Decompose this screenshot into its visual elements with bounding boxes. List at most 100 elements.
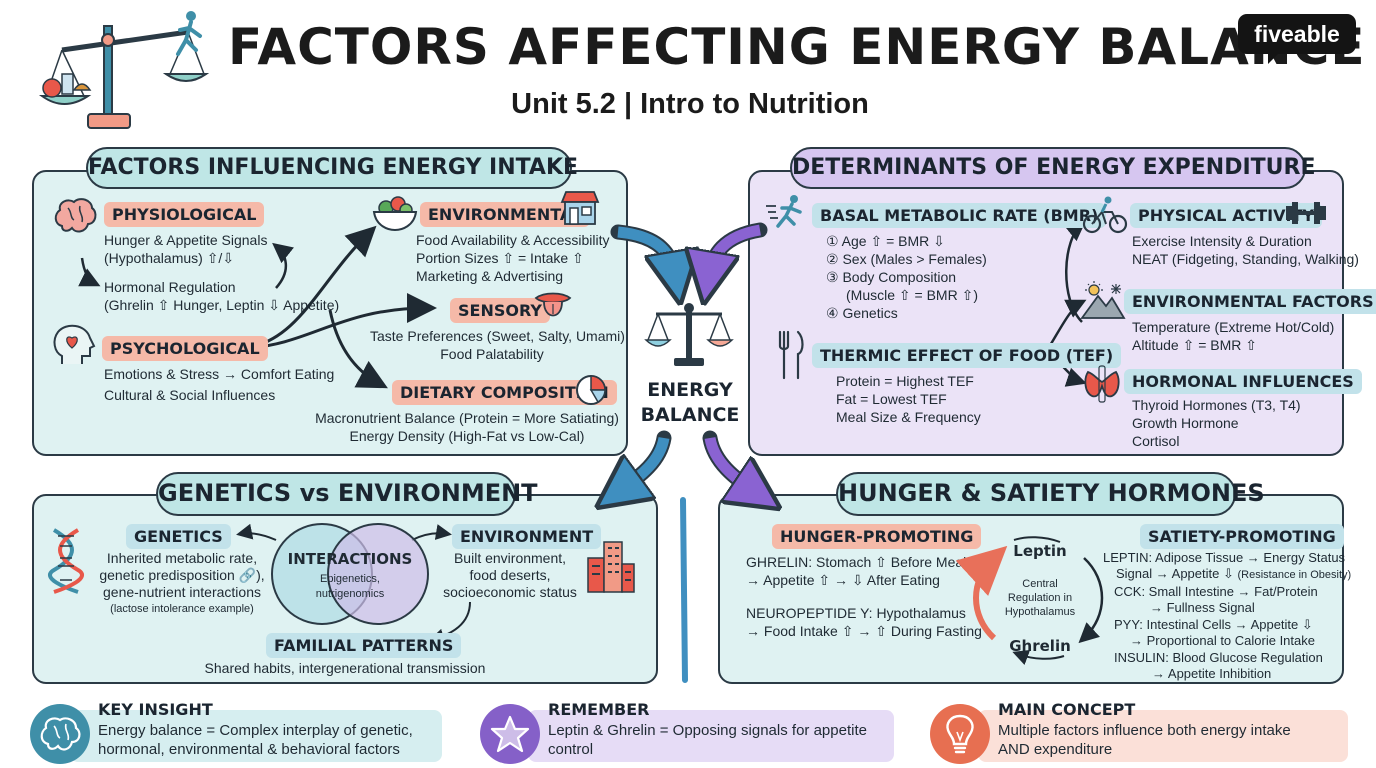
buildings-icon bbox=[587, 541, 635, 593]
thyroid-icon bbox=[1084, 365, 1120, 403]
ghrelin-line1: GHRELIN: Stomach ⇧ Before Meals bbox=[746, 554, 974, 570]
environmental-line3: Marketing & Advertising bbox=[416, 268, 564, 284]
physiological-line1: Hunger & Appetite Signals bbox=[104, 232, 268, 248]
pyy-line1: PYY: Intestinal Cells → Appetite ⇩ bbox=[1114, 617, 1313, 632]
cycle-mid-line3: Hypothalamus bbox=[1004, 606, 1076, 618]
sensory-line1: Taste Preferences (Sweet, Salty, Umami) bbox=[370, 328, 625, 344]
star-icon bbox=[490, 715, 530, 753]
tef-line1: Protein = Highest TEF bbox=[836, 373, 974, 389]
physiological-label: PHYSIOLOGICAL bbox=[104, 202, 265, 227]
tef-line3: Meal Size & Frequency bbox=[836, 409, 981, 425]
genetics-line3: gene-nutrient interactions bbox=[103, 584, 261, 600]
brand-logo: fiveable bbox=[1238, 14, 1356, 54]
bmr-line5: ④ Genetics bbox=[826, 305, 898, 321]
head-heart-icon bbox=[53, 324, 96, 364]
satiety-promoting-label: SATIETY-PROMOTING bbox=[1140, 524, 1344, 549]
brain-icon bbox=[40, 717, 81, 751]
environment-line3: socioeconomic status bbox=[443, 584, 577, 600]
cyclist-icon bbox=[1082, 196, 1128, 234]
environment-line1: Built environment, bbox=[453, 550, 567, 566]
npy-line2: → Food Intake ⇧ → ⇧ During Fasting bbox=[746, 623, 982, 639]
physiological-line2: (Hypothalamus) ⇧/⇩ bbox=[104, 250, 235, 266]
bmr-line1: ① Age ⇧ = BMR ⇩ bbox=[826, 233, 945, 249]
environmental-label: ENVIRONMENTAL bbox=[420, 202, 591, 227]
genetics-line1: Inherited metabolic rate, bbox=[106, 550, 258, 566]
cck-line2: → Fullness Signal bbox=[1150, 600, 1255, 615]
interactions-line1: Epigenetics, bbox=[320, 573, 380, 585]
key-insight-head: KEY INSIGHT bbox=[98, 700, 213, 719]
cycle-ghrelin-label: Ghrelin bbox=[1009, 637, 1071, 655]
genetics-title: GENETICS vs ENVIRONMENT bbox=[156, 472, 538, 516]
main-concept-line1: Multiple factors influence both energy i… bbox=[998, 722, 1291, 739]
env-line1: Temperature (Extreme Hot/Cold) bbox=[1132, 319, 1335, 335]
leptin-line2-main: Signal → Appetite ⇩ bbox=[1116, 566, 1234, 581]
psychological-line2: Cultural & Social Influences bbox=[104, 387, 276, 403]
activity-line2: NEAT (Fidgeting, Standing, Walking) bbox=[1132, 251, 1359, 267]
dna-icon bbox=[48, 528, 84, 594]
familial-line1: Shared habits, intergenerational transmi… bbox=[204, 660, 486, 676]
bmr-line2: ② Sex (Males > Females) bbox=[826, 251, 987, 267]
main-concept-head: MAIN CONCEPT bbox=[998, 700, 1136, 719]
remember-head: REMEMBER bbox=[548, 700, 650, 719]
page-subtitle: Unit 5.2 | Intro to Nutrition bbox=[511, 88, 869, 120]
environmental-line2: Portion Sizes ⇧ = Intake ⇧ bbox=[416, 250, 584, 266]
psychological-line1: Emotions & Stress → Comfort Eating bbox=[104, 366, 335, 382]
hunger-promoting-label: HUNGER-PROMOTING bbox=[772, 524, 982, 549]
hormonal-influences-label: HORMONAL INFLUENCES bbox=[1124, 369, 1362, 394]
hormonal-line3: Cortisol bbox=[1132, 433, 1180, 449]
hormonal-line2: Growth Hormone bbox=[1132, 415, 1239, 431]
environment-label: ENVIRONMENT bbox=[452, 524, 602, 549]
familial-patterns-label: FAMILIAL PATTERNS bbox=[266, 633, 462, 658]
salad-bowl-icon bbox=[372, 196, 418, 232]
tongue-icon bbox=[534, 292, 572, 317]
leptin-line2: Signal → Appetite ⇩ (Resistance in Obesi… bbox=[1116, 566, 1351, 583]
psychological-label: PSYCHOLOGICAL bbox=[102, 336, 268, 361]
ghrelin-line2: → Appetite ⇧ → ⇩ After Eating bbox=[746, 572, 940, 588]
key-insight-line2: hormonal, environmental & behavioral fac… bbox=[98, 741, 400, 758]
main-concept-badge bbox=[930, 704, 990, 764]
brain-icon bbox=[54, 198, 97, 233]
environmental-factors-label: ENVIRONMENTAL FACTORS bbox=[1124, 289, 1376, 314]
energy-balance-line2: BALANCE bbox=[640, 404, 740, 426]
genetics-line4: (lactose intolerance example) bbox=[110, 603, 254, 615]
insulin-line1: INSULIN: Blood Glucose Regulation bbox=[1114, 650, 1323, 665]
genetics-label: GENETICS bbox=[126, 524, 231, 549]
sensory-line2: Food Palatability bbox=[440, 346, 544, 362]
hormonal-line1: Thyroid Hormones (T3, T4) bbox=[1132, 397, 1301, 413]
dietary-line2: Energy Density (High-Fat vs Low-Cal) bbox=[349, 428, 585, 444]
genetics-line2: genetic predisposition 🔗), bbox=[99, 567, 265, 583]
key-insight-callout bbox=[70, 710, 442, 762]
pie-chart-icon bbox=[576, 375, 606, 405]
expenditure-title: DETERMINANTS OF ENERGY EXPENDITURE bbox=[790, 147, 1316, 189]
tef-line2: Fat = Lowest TEF bbox=[836, 391, 947, 407]
physiological-line4: (Ghrelin ⇧ Hunger, Leptin ⇩ Appetite) bbox=[104, 297, 340, 313]
pyy-line2: → Proportional to Calorie Intake bbox=[1130, 633, 1315, 648]
physiological-line3: Hormonal Regulation bbox=[104, 279, 236, 295]
bmr-line4: (Muscle ⇧ = BMR ⇧) bbox=[846, 287, 978, 303]
environment-line2: food deserts, bbox=[469, 567, 551, 583]
balance-scale-illustration bbox=[38, 11, 210, 129]
cck-line1: CCK: Small Intestine → Fat/Protein bbox=[1114, 584, 1318, 599]
insulin-line2: → Appetite Inhibition bbox=[1152, 666, 1272, 681]
activity-line1: Exercise Intensity & Duration bbox=[1132, 233, 1312, 249]
remember-callout bbox=[528, 710, 894, 762]
mountain-sun-icon bbox=[1080, 281, 1126, 319]
bmr-line3: ③ Body Composition bbox=[826, 269, 957, 285]
remember-line1: Leptin & Ghrelin = Opposing signals for … bbox=[548, 722, 867, 739]
lightbulb-icon bbox=[946, 714, 974, 754]
store-icon bbox=[560, 191, 600, 225]
cycle-mid-line2: Regulation in bbox=[1007, 592, 1073, 604]
scale-icon bbox=[644, 303, 734, 366]
interactions-title: INTERACTIONS bbox=[287, 550, 413, 568]
remember-line2: control bbox=[548, 741, 594, 758]
cycle-leptin-label: Leptin bbox=[1013, 542, 1067, 560]
fork-knife-icon bbox=[778, 330, 804, 380]
environmental-line1: Food Availability & Accessibility bbox=[416, 232, 610, 248]
dietary-composition-label: DIETARY COMPOSITION bbox=[392, 380, 617, 405]
regulation-cycle bbox=[955, 536, 1104, 665]
main-concept-line2: AND expenditure bbox=[998, 741, 1113, 758]
energy-balance-line1: ENERGY bbox=[647, 379, 733, 401]
interactions-line2: nutrigenomics bbox=[315, 588, 385, 600]
bmr-label: BASAL METABOLIC RATE (BMR) bbox=[812, 203, 1107, 228]
